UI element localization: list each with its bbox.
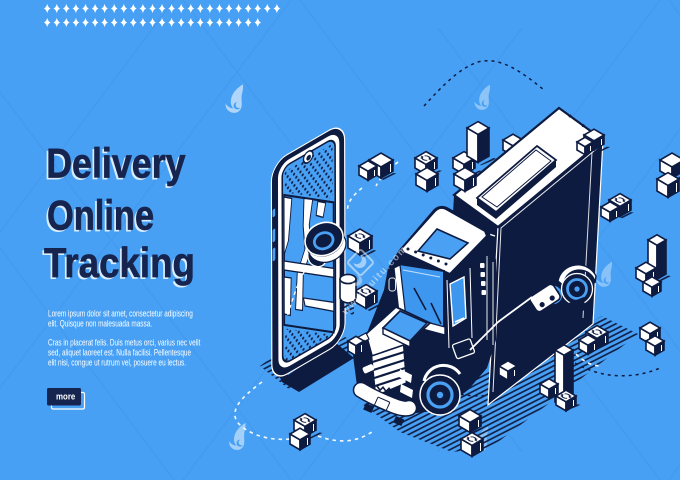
svg-text:Delivery: Delivery [44,143,184,189]
svg-text:Online: Online [47,192,154,239]
svg-text:Lorem ipsum dolor sit amet, co: Lorem ipsum dolor sit amet, consectetur … [48,308,193,319]
svg-text:Tracking: Tracking [44,240,195,287]
svg-text:elit. Quisque non malesuada ma: elit. Quisque non malesuada massa. [48,318,152,329]
svg-text:more: more [56,391,76,402]
svg-text:Tracking: Tracking [42,242,193,289]
svg-text:Delivery: Delivery [46,141,186,187]
svg-text:elit nisi, congue ut rutrum ve: elit nisi, congue ut rutrum vel, posuere… [48,357,186,368]
svg-text:sed, aliquet laoreet est. Null: sed, aliquet laoreet est. Nulla facilisi… [48,347,191,358]
svg-text:Cras in placerat felis. Duis m: Cras in placerat felis. Duis metus orci,… [48,337,201,348]
svg-text:Online: Online [45,194,152,241]
